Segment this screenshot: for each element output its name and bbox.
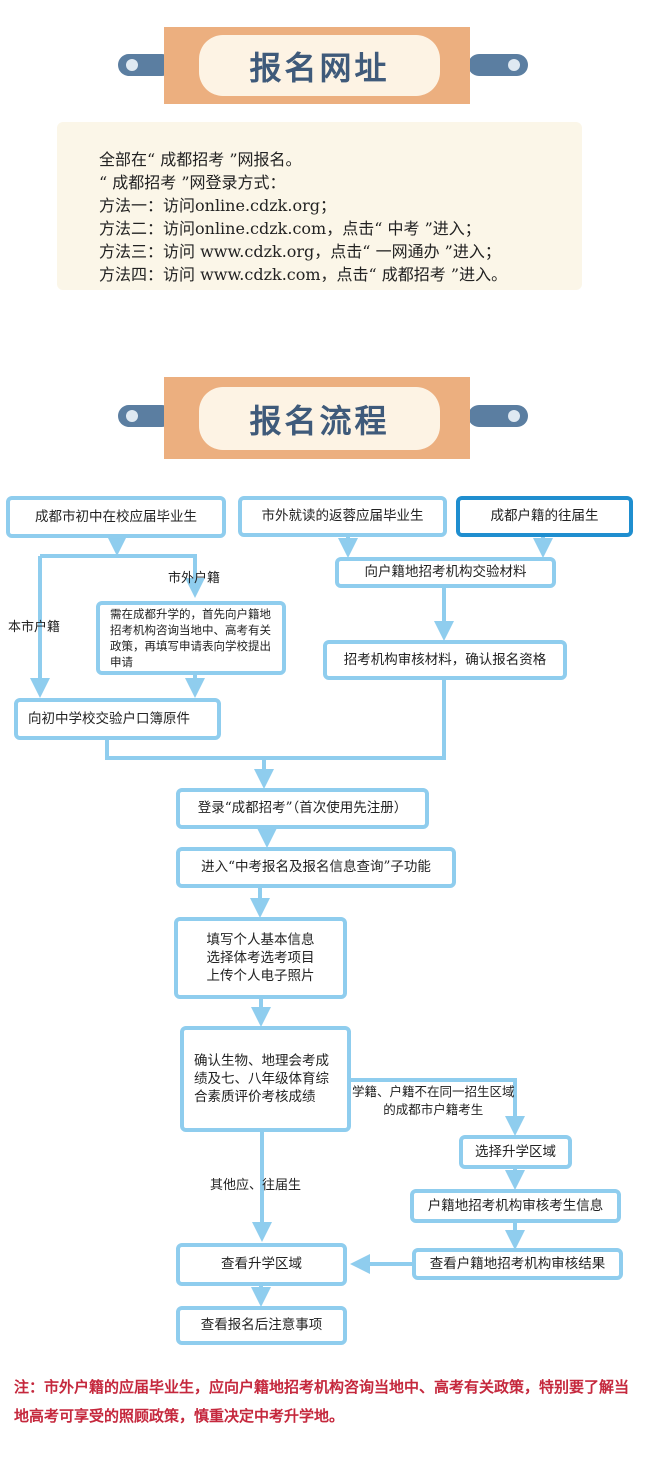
submit-to-agency: 向户籍地招考机构交验材料 (335, 557, 556, 588)
start-local-graduates: 成都市初中在校应届毕业生 (6, 496, 226, 538)
registration-info-panel: 全部在“ 成都招考 ”网报名。 “ 成都招考 ”网登录方式： 方法一：访问onl… (57, 122, 582, 290)
label-outside-registry: 市外户籍 (168, 571, 221, 586)
start-past-graduates: 成都户籍的往届生 (456, 496, 633, 537)
step-enter-function: 进入“中考报名及报名信息查询”子功能 (176, 847, 456, 888)
step-view-area: 查看升学区域 (176, 1243, 347, 1286)
info-line: 方法二：访问online.cdzk.com，点击“ 中考 ”进入； (99, 219, 481, 238)
step-view-result: 查看户籍地招考机构审核结果 (412, 1248, 623, 1280)
agency-review: 招考机构审核材料，确认报名资格 (323, 640, 567, 680)
start-returning-graduates: 市外就读的返蓉应届毕业生 (238, 496, 447, 537)
banner-left-rod (118, 54, 173, 76)
footer-note: 注：市外户籍的应届毕业生，应向户籍地招考机构咨询当地中、高考有关政策，特别要了解… (14, 1378, 630, 1425)
banner-left-rod (118, 405, 173, 427)
section-title-process: 报名流程 (199, 387, 440, 450)
step-agency-check: 户籍地招考机构审核考生信息 (410, 1189, 621, 1223)
label-branch-condition: 学籍、户籍不在同一招生区域 的成都市户籍考生 (352, 1084, 515, 1118)
info-line: 方法三：访问 www.cdzk.org，点击“ 一网通办 ”进入； (99, 242, 501, 261)
step-view-notes: 查看报名后注意事项 (176, 1306, 347, 1345)
label-local-registry: 本市户籍 (8, 620, 61, 635)
section-title-url: 报名网址 (199, 35, 440, 96)
info-line: “ 成都招考 ”网登录方式： (99, 173, 286, 192)
info-line: 方法四：访问 www.cdzk.com，点击“ 成都招考 ”进入。 (99, 265, 508, 284)
label-other-students: 其他应、往届生 (210, 1178, 302, 1193)
info-line: 方法一：访问online.cdzk.org； (99, 196, 336, 215)
step-fill-info: 填写个人基本信息 选择体考选考项目 上传个人电子照片 (174, 917, 347, 999)
consult-policy-note: 需在成都升学的，首先向户籍地招考机构咨询当地中、高考有关政策，再填写申请表向学校… (96, 601, 286, 675)
banner-right-rod (468, 54, 528, 76)
step-choose-area: 选择升学区域 (459, 1135, 572, 1169)
submit-to-school: 向初中学校交验户口簿原件 (14, 698, 221, 740)
banner-right-rod (468, 405, 528, 427)
step-confirm-scores: 确认生物、地理会考成绩及七、八年级体育综合素质评价考核成绩 (180, 1026, 351, 1132)
info-line: 全部在“ 成都招考 ”网报名。 (99, 150, 302, 169)
step-login: 登录“成都招考”（首次使用先注册） (176, 788, 429, 829)
